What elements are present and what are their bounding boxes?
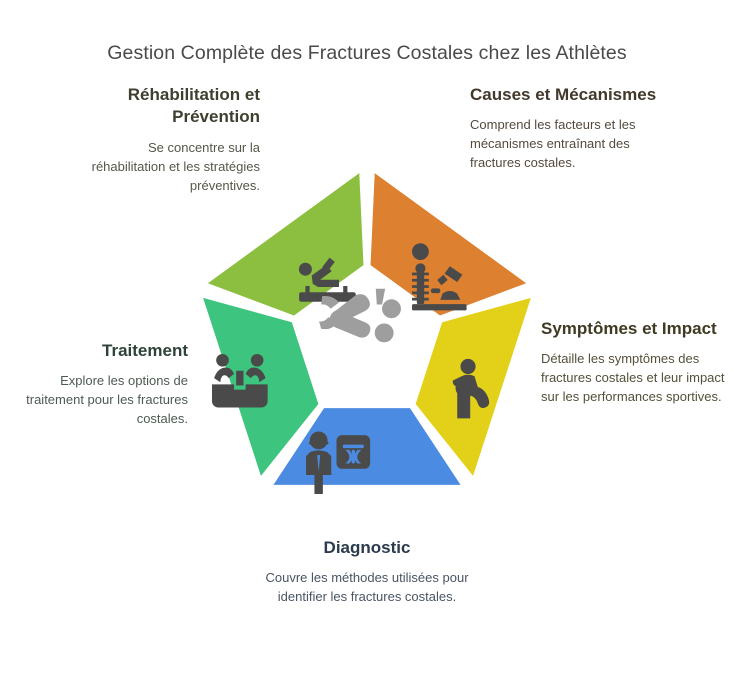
node-rehabilitation-heading: Réhabilitation et Prévention bbox=[127, 85, 260, 127]
page-title: Gestion Complète des Fractures Costales … bbox=[107, 42, 627, 64]
node-diagnostic-heading: Diagnostic bbox=[323, 538, 411, 557]
node-diagnostic: Diagnostic Couvre les méthodes utilisées… bbox=[252, 537, 482, 607]
node-causes-heading: Causes et Mécanismes bbox=[470, 85, 657, 104]
doctor-xray-scan-icon bbox=[306, 431, 371, 494]
node-symptomes-description: Détaille les symptômes des fractures cos… bbox=[541, 351, 725, 405]
node-traitement-heading: Traitement bbox=[102, 341, 188, 360]
node-diagnostic-description: Couvre les méthodes utilisées pour ident… bbox=[265, 570, 469, 605]
node-symptomes-heading: Symptômes et Impact bbox=[541, 319, 717, 338]
therapy-tub-icon bbox=[212, 353, 268, 408]
node-rehabilitation-description: Se concentre sur la réhabilitation et le… bbox=[91, 139, 260, 193]
segment-causes[interactable] bbox=[370, 173, 527, 316]
node-causes-description: Comprend les facteurs et les mécanismes … bbox=[470, 117, 636, 171]
impact-collision-icon bbox=[319, 288, 401, 343]
node-causes: Causes et Mécanismes Comprend les facteu… bbox=[470, 84, 670, 173]
pentagon-diagram bbox=[167, 160, 567, 520]
node-symptomes: Symptômes et Impact Détaille les symptôm… bbox=[541, 318, 733, 407]
high-jump-apparatus-icon bbox=[412, 243, 467, 311]
node-rehabilitation: Réhabilitation et Prévention Se concentr… bbox=[74, 84, 260, 196]
node-traitement-description: Explore les options de traitement pour l… bbox=[26, 373, 188, 427]
person-rib-pain-icon bbox=[452, 358, 490, 419]
node-traitement: Traitement Explore les options de traite… bbox=[8, 340, 188, 429]
